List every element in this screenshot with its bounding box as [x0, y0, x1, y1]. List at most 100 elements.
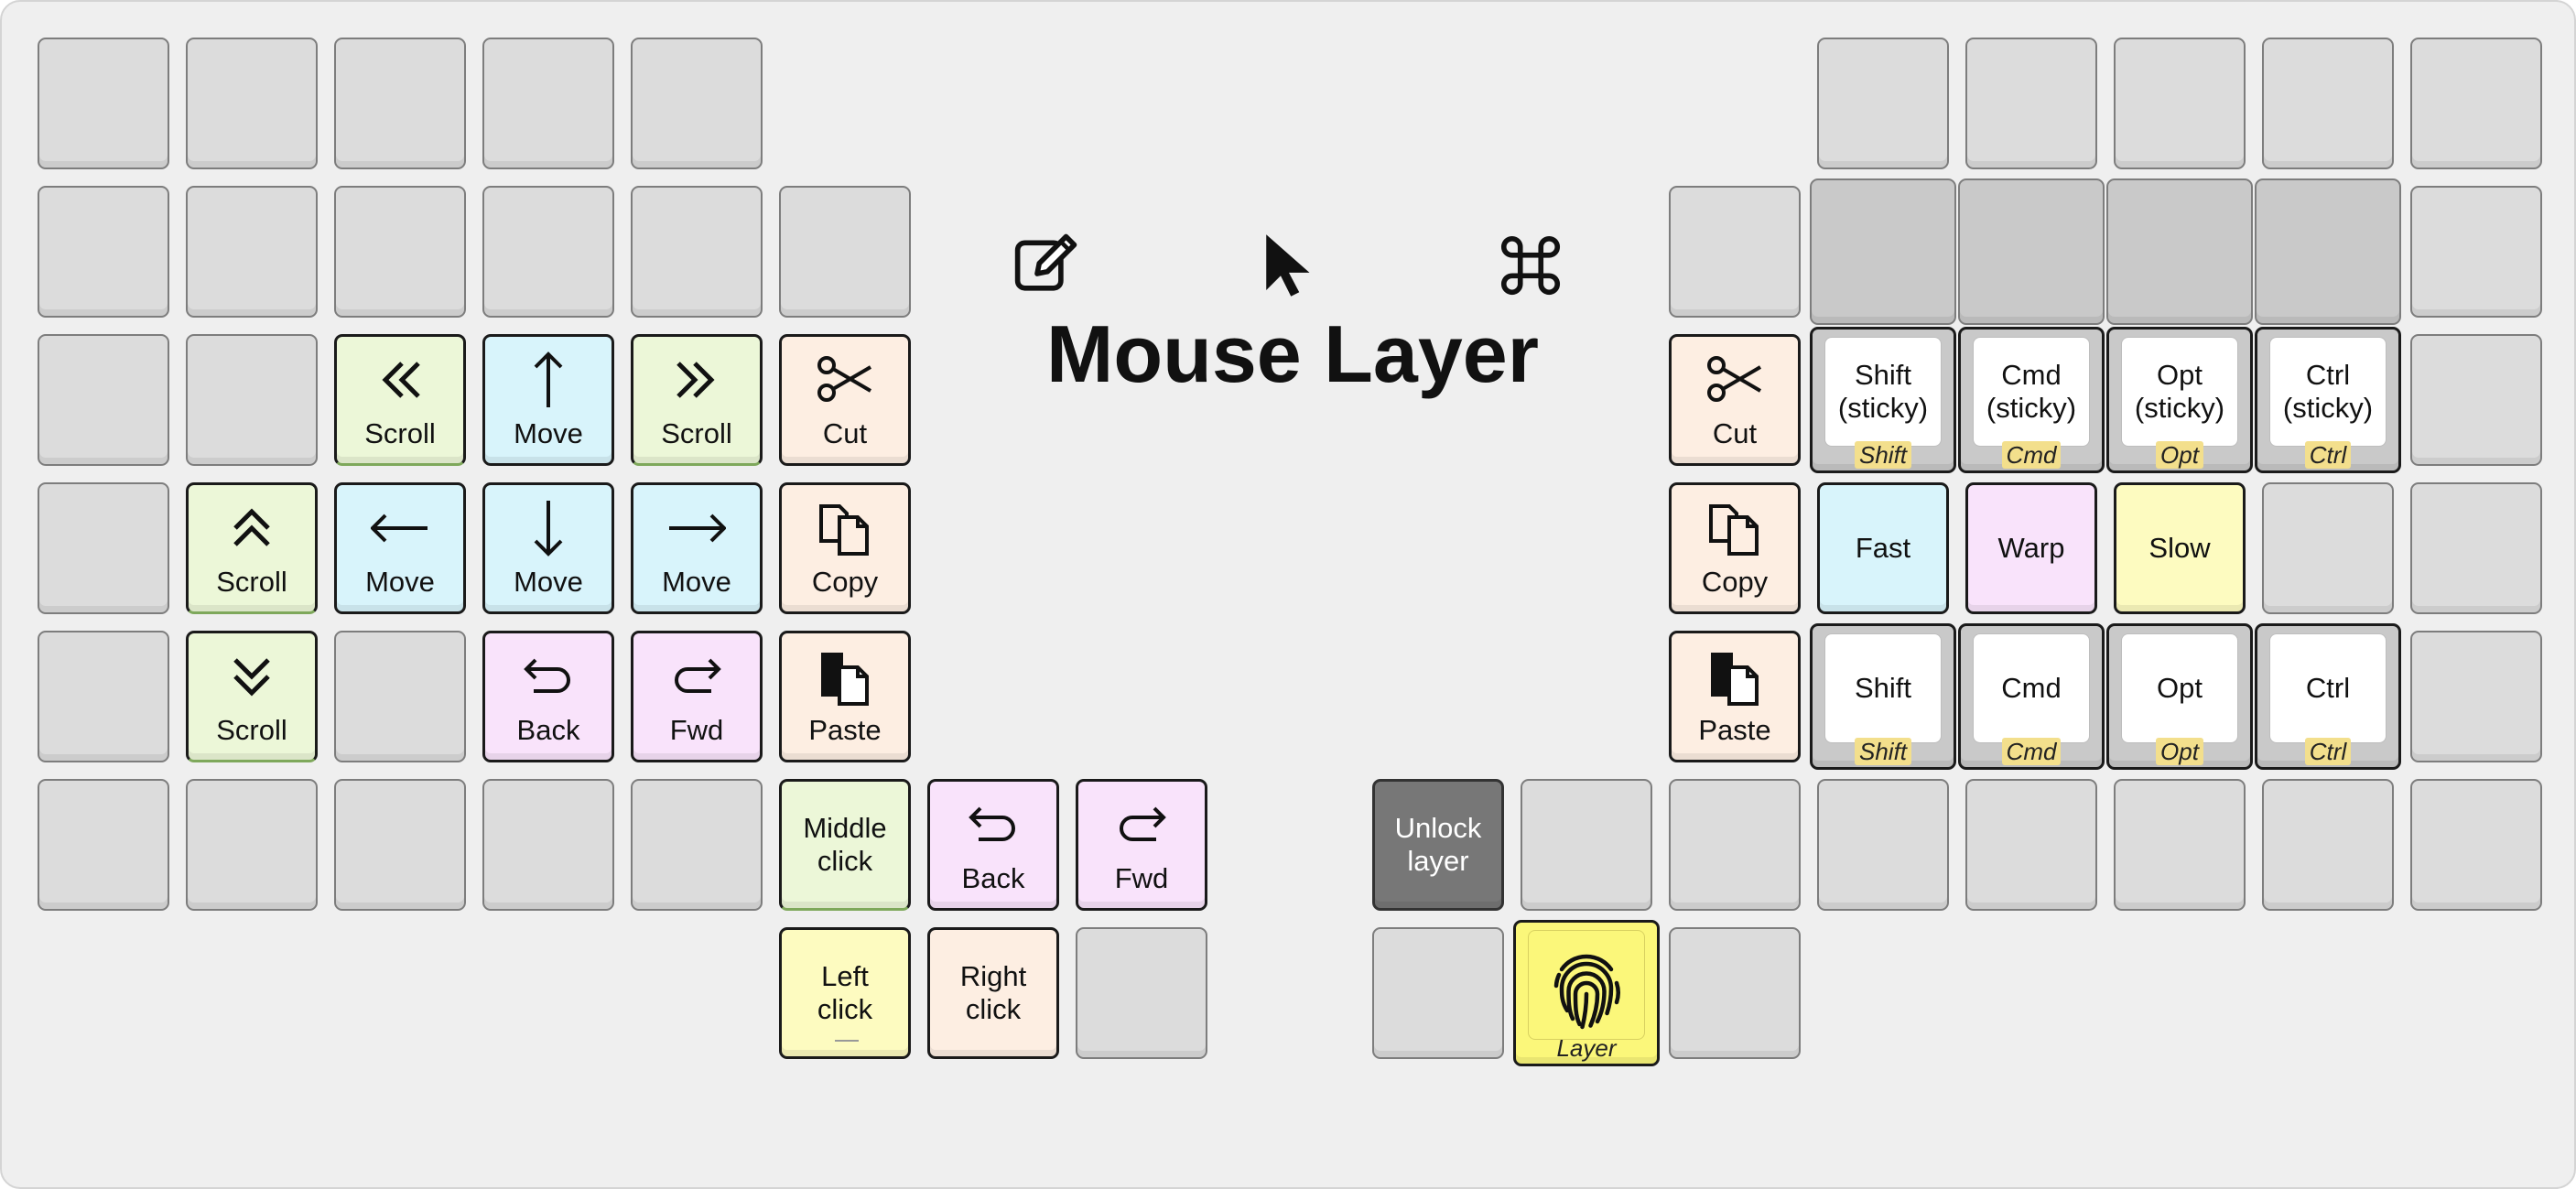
forward-key[interactable]: Fwd: [631, 631, 763, 762]
empty-key[interactable]: [1810, 178, 1956, 325]
forward-arrow-icon: [633, 646, 760, 707]
fast-key[interactable]: Fast: [1817, 482, 1949, 614]
key-label: Scroll: [661, 417, 732, 449]
left-click-key[interactable]: Left click: [779, 927, 911, 1059]
scissors-icon: [782, 350, 908, 410]
mouse-pointer-icon: [1256, 232, 1322, 298]
move-left-key[interactable]: Move: [334, 482, 466, 614]
empty-key[interactable]: [1521, 779, 1652, 911]
empty-key[interactable]: [1669, 186, 1801, 318]
copy-key[interactable]: Copy: [1669, 482, 1801, 614]
right-click-key[interactable]: Right click: [927, 927, 1059, 1059]
arrow-left-icon: [337, 498, 463, 558]
hold-label: Cmd: [1961, 441, 2102, 469]
thumb-forward-key[interactable]: Fwd: [1076, 779, 1207, 911]
empty-key[interactable]: [38, 334, 169, 466]
empty-key[interactable]: [482, 779, 614, 911]
empty-key[interactable]: [1669, 927, 1801, 1059]
ctrl-sticky-key[interactable]: Ctrl (sticky) Ctrl: [2255, 327, 2401, 473]
key-label: Back: [516, 714, 580, 746]
slow-key[interactable]: Slow: [2114, 482, 2246, 614]
empty-key[interactable]: [1965, 779, 2097, 911]
empty-key[interactable]: [334, 38, 466, 169]
key-label: Ctrl (sticky): [2282, 359, 2374, 424]
copy-icon: [1672, 498, 1798, 558]
shift-sticky-key[interactable]: Shift (sticky) Shift: [1810, 327, 1956, 473]
command-icon: [1498, 232, 1564, 298]
cmd-sticky-key[interactable]: Cmd (sticky) Cmd: [1958, 327, 2105, 473]
warp-key[interactable]: Warp: [1965, 482, 2097, 614]
empty-key[interactable]: [1669, 779, 1801, 911]
empty-key[interactable]: [2262, 38, 2394, 169]
empty-key[interactable]: [779, 186, 911, 318]
empty-key[interactable]: [186, 779, 318, 911]
empty-key[interactable]: [631, 779, 763, 911]
empty-key[interactable]: [631, 38, 763, 169]
empty-key[interactable]: [1817, 38, 1949, 169]
hold-label: Shift: [1813, 738, 1954, 765]
empty-key[interactable]: [186, 334, 318, 466]
empty-key[interactable]: [2410, 779, 2542, 911]
back-key[interactable]: Back: [482, 631, 614, 762]
empty-key[interactable]: [1958, 178, 2105, 325]
empty-key[interactable]: [334, 186, 466, 318]
empty-key[interactable]: [631, 186, 763, 318]
move-up-key[interactable]: Move: [482, 334, 614, 466]
empty-key[interactable]: [334, 631, 466, 762]
paste-key[interactable]: Paste: [1669, 631, 1801, 762]
cmd-key[interactable]: Cmd Cmd: [1958, 623, 2105, 770]
empty-key[interactable]: [482, 186, 614, 318]
empty-key[interactable]: [2114, 38, 2246, 169]
scroll-down-key[interactable]: Scroll: [186, 631, 318, 762]
empty-key[interactable]: [2262, 779, 2394, 911]
empty-key[interactable]: [38, 186, 169, 318]
ctrl-key[interactable]: Ctrl Ctrl: [2255, 623, 2401, 770]
middle-click-key[interactable]: Middle click: [779, 779, 911, 911]
empty-key[interactable]: [186, 186, 318, 318]
key-label: Slow: [2148, 532, 2211, 564]
key-label: Left click: [817, 960, 873, 1025]
empty-key[interactable]: [1965, 38, 2097, 169]
key-label: Scroll: [216, 714, 287, 746]
home-key-marker: [835, 1040, 859, 1042]
empty-key[interactable]: [334, 779, 466, 911]
back-arrow-icon: [485, 646, 612, 707]
scroll-left-key[interactable]: Scroll: [334, 334, 466, 466]
empty-key[interactable]: [2410, 334, 2542, 466]
key-label: Move: [365, 566, 435, 598]
empty-key[interactable]: [482, 38, 614, 169]
empty-key[interactable]: [186, 38, 318, 169]
empty-key[interactable]: [2410, 482, 2542, 614]
opt-key[interactable]: Opt Opt: [2106, 623, 2253, 770]
move-down-key[interactable]: Move: [482, 482, 614, 614]
key-label: Scroll: [364, 417, 436, 449]
shift-key[interactable]: Shift Shift: [1810, 623, 1956, 770]
empty-key[interactable]: [2255, 178, 2401, 325]
empty-key[interactable]: [2114, 779, 2246, 911]
move-right-key[interactable]: Move: [631, 482, 763, 614]
opt-sticky-key[interactable]: Opt (sticky) Opt: [2106, 327, 2253, 473]
layer-key[interactable]: Layer: [1513, 920, 1660, 1066]
empty-key[interactable]: [1372, 927, 1504, 1059]
scroll-right-key[interactable]: Scroll: [631, 334, 763, 466]
empty-key[interactable]: [1817, 779, 1949, 911]
scroll-up-key[interactable]: Scroll: [186, 482, 318, 614]
copy-key[interactable]: Copy: [779, 482, 911, 614]
empty-key[interactable]: [38, 779, 169, 911]
empty-key[interactable]: [38, 482, 169, 614]
cut-key[interactable]: Cut: [779, 334, 911, 466]
empty-key[interactable]: [2106, 178, 2253, 325]
cut-key[interactable]: Cut: [1669, 334, 1801, 466]
empty-key[interactable]: [1076, 927, 1207, 1059]
empty-key[interactable]: [2262, 482, 2394, 614]
empty-key[interactable]: [38, 631, 169, 762]
empty-key[interactable]: [2410, 631, 2542, 762]
empty-key[interactable]: [2410, 186, 2542, 318]
thumb-back-key[interactable]: Back: [927, 779, 1059, 911]
empty-key[interactable]: [2410, 38, 2542, 169]
double-chevron-right-icon: [633, 350, 760, 410]
paste-key[interactable]: Paste: [779, 631, 911, 762]
unlock-layer-key[interactable]: Unlock layer: [1372, 779, 1504, 911]
empty-key[interactable]: [38, 38, 169, 169]
